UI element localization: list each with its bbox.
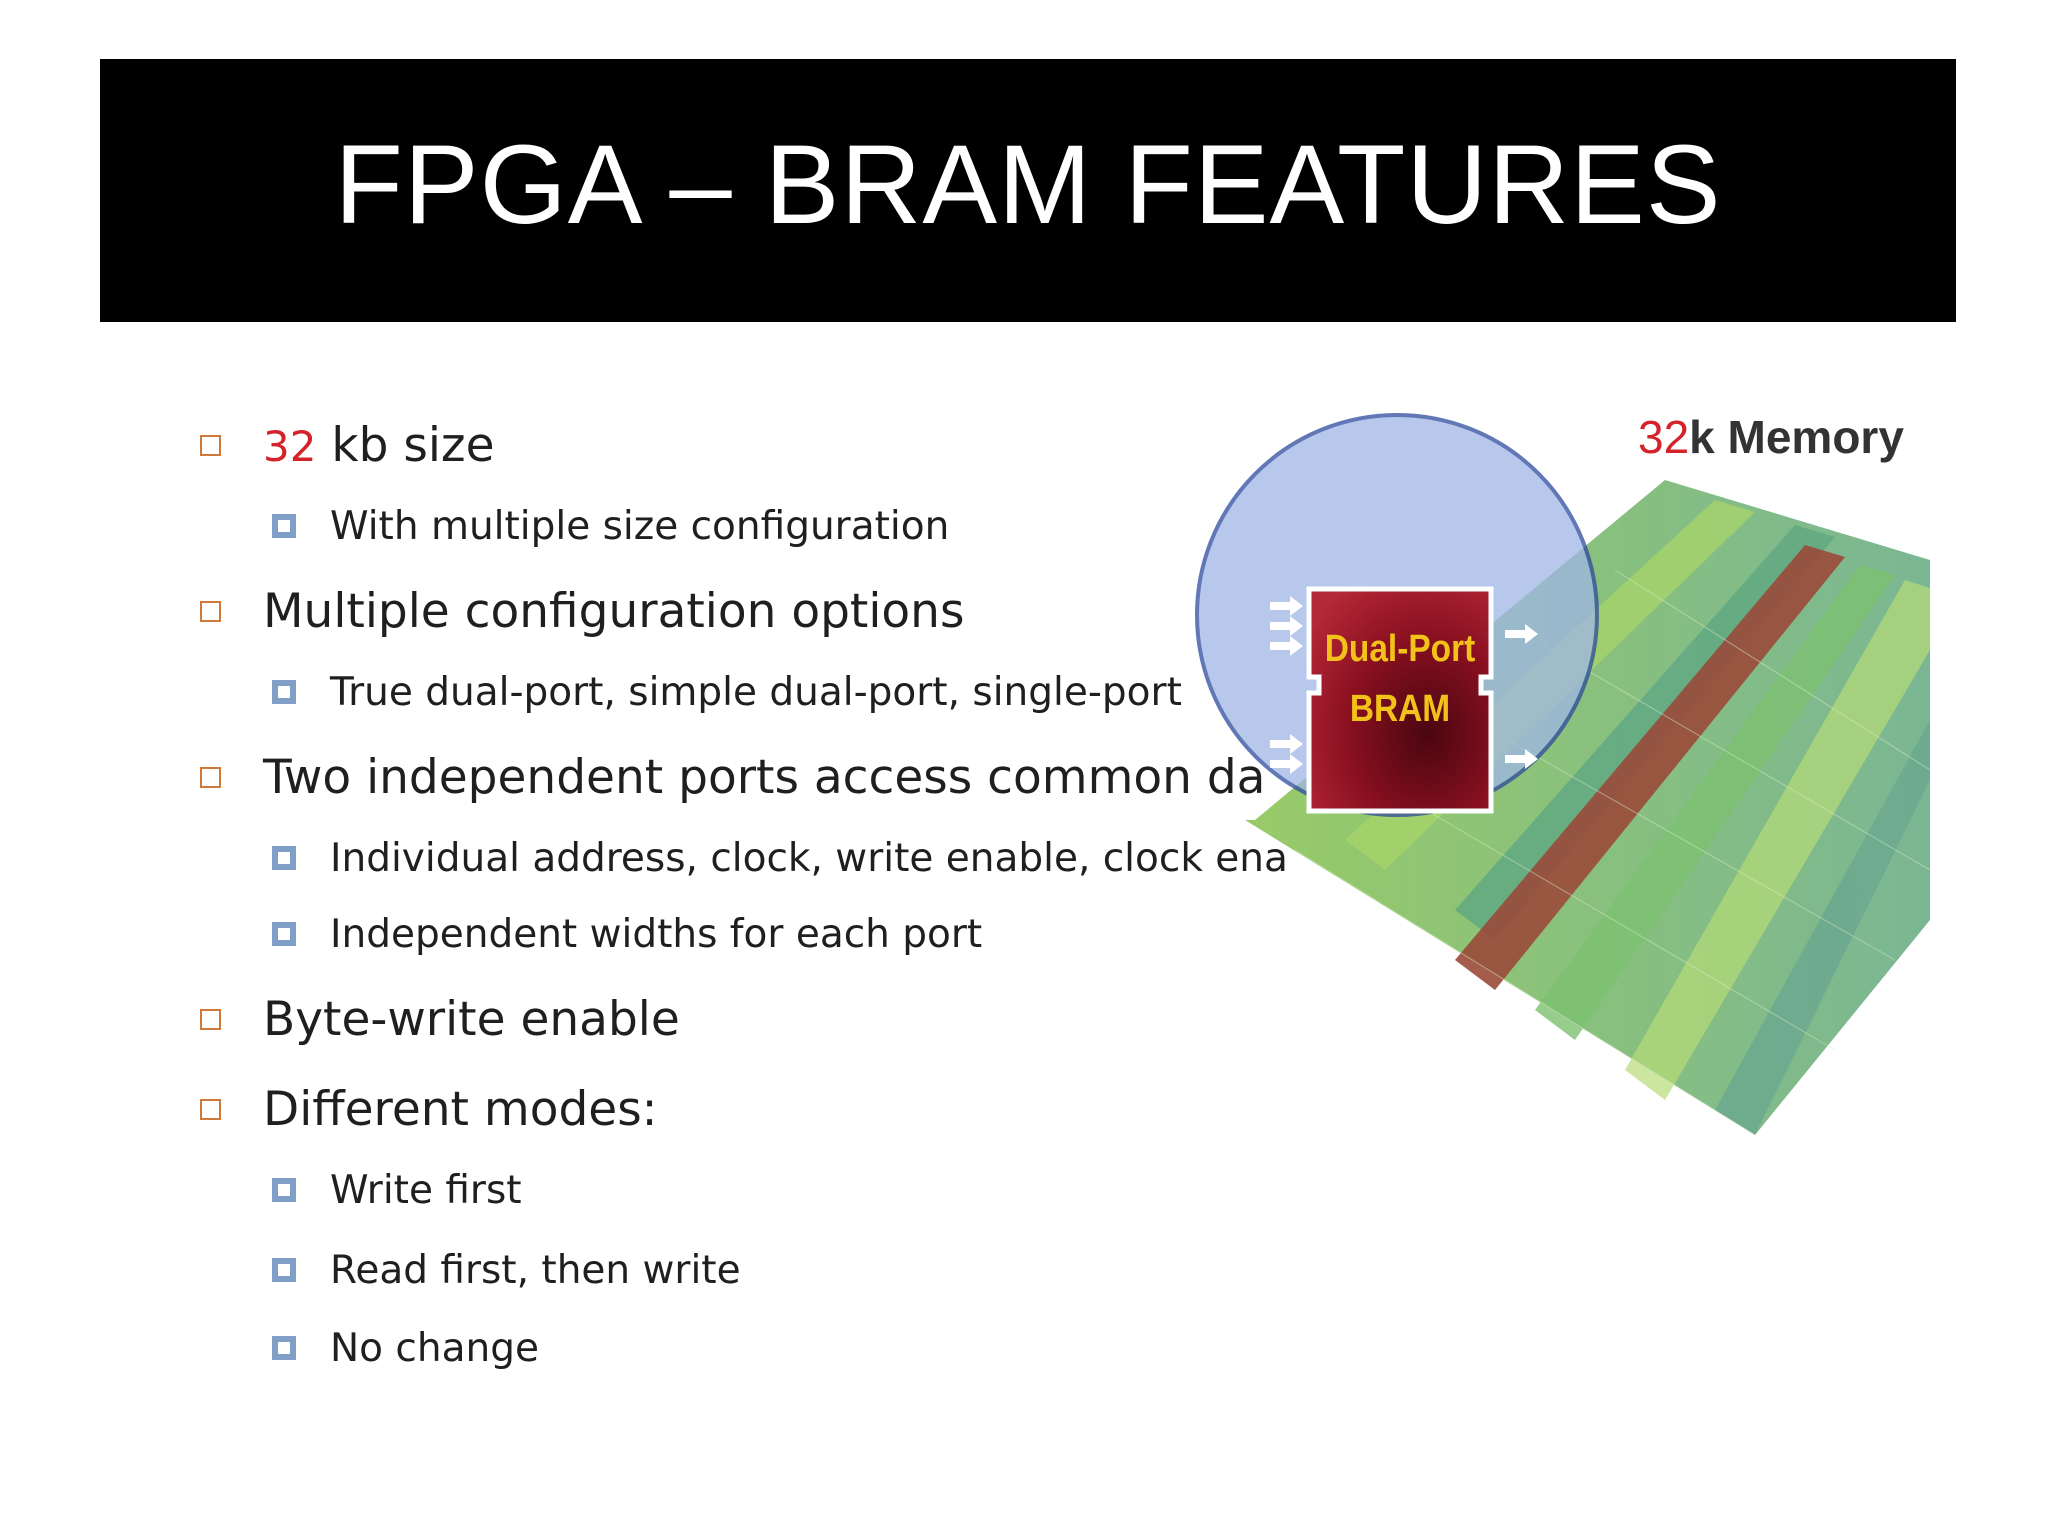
fabric-column xyxy=(1625,580,1930,1100)
memory-label-text: k Memory xyxy=(1689,411,1904,463)
bullet-marker-icon xyxy=(200,601,221,622)
slide-title: FPGA – BRAM FEATURES xyxy=(334,122,1722,247)
bullet-text: Different modes: xyxy=(263,1082,658,1137)
bullet-text: Read first, then write xyxy=(330,1248,741,1293)
bullet-text: Independent widths for each port xyxy=(330,912,983,957)
bullet-text: Individual address, clock, write enable,… xyxy=(330,836,1288,881)
bullet-text: kb size xyxy=(316,418,495,473)
bullet-text: Multiple configuration options xyxy=(263,584,965,639)
bullet-marker-icon xyxy=(200,1009,221,1030)
list-item: Read first, then write xyxy=(272,1248,741,1293)
list-item: True dual-port, simple dual-port, single… xyxy=(272,670,1182,715)
list-item: No change xyxy=(272,1326,539,1371)
bram-column-stripe xyxy=(1455,545,1845,990)
sub-bullet-marker-icon xyxy=(272,845,296,870)
bram-label-line2: BRAM xyxy=(1349,688,1451,730)
memory-label-prefix: 32 xyxy=(1638,411,1690,463)
size-value: 32 xyxy=(263,422,317,471)
bullet-text: No change xyxy=(330,1326,539,1371)
bullet-text: With multiple size configuration xyxy=(330,504,950,549)
list-item: With multiple size configuration xyxy=(272,504,949,549)
sub-bullet-marker-icon xyxy=(272,679,296,704)
list-item: Two independent ports access common da xyxy=(200,750,1265,805)
memory-label: 32k Memory xyxy=(1638,410,1904,464)
fabric-column xyxy=(1535,565,1895,1040)
list-item: Byte-write enable xyxy=(200,992,680,1047)
bullet-text: Two independent ports access common da xyxy=(263,750,1266,805)
title-bar: FPGA – BRAM FEATURES xyxy=(100,59,1956,322)
bram-fabric-illustration xyxy=(1195,413,1930,1136)
bullet-marker-icon xyxy=(200,1099,221,1120)
list-item: Individual address, clock, write enable,… xyxy=(272,836,1288,881)
dual-port-bram-block xyxy=(1306,586,1494,814)
port-arrows xyxy=(1270,596,1538,774)
bullet-list: 32 kb size With multiple size configurat… xyxy=(200,380,1700,1480)
sub-bullet-marker-icon xyxy=(272,921,296,946)
sub-bullet-marker-icon xyxy=(272,1257,296,1282)
bullet-text: True dual-port, simple dual-port, single… xyxy=(330,670,1182,715)
list-item: Write first xyxy=(272,1168,522,1213)
list-item: Multiple configuration options xyxy=(200,584,964,639)
bullet-text: Byte-write enable xyxy=(263,992,680,1047)
sub-bullet-marker-icon xyxy=(272,1177,296,1202)
sub-bullet-marker-icon xyxy=(272,513,296,538)
sub-bullet-marker-icon xyxy=(272,1335,296,1360)
list-item: 32 kb size xyxy=(200,418,495,473)
list-item: Independent widths for each port xyxy=(272,912,982,957)
bullet-text: Write first xyxy=(330,1168,522,1213)
fabric-column xyxy=(1715,720,1930,1135)
list-item: Different modes: xyxy=(200,1082,658,1137)
bram-label-line1: Dual-Port xyxy=(1324,628,1476,670)
bullet-marker-icon xyxy=(200,435,221,456)
bullet-marker-icon xyxy=(200,767,221,788)
